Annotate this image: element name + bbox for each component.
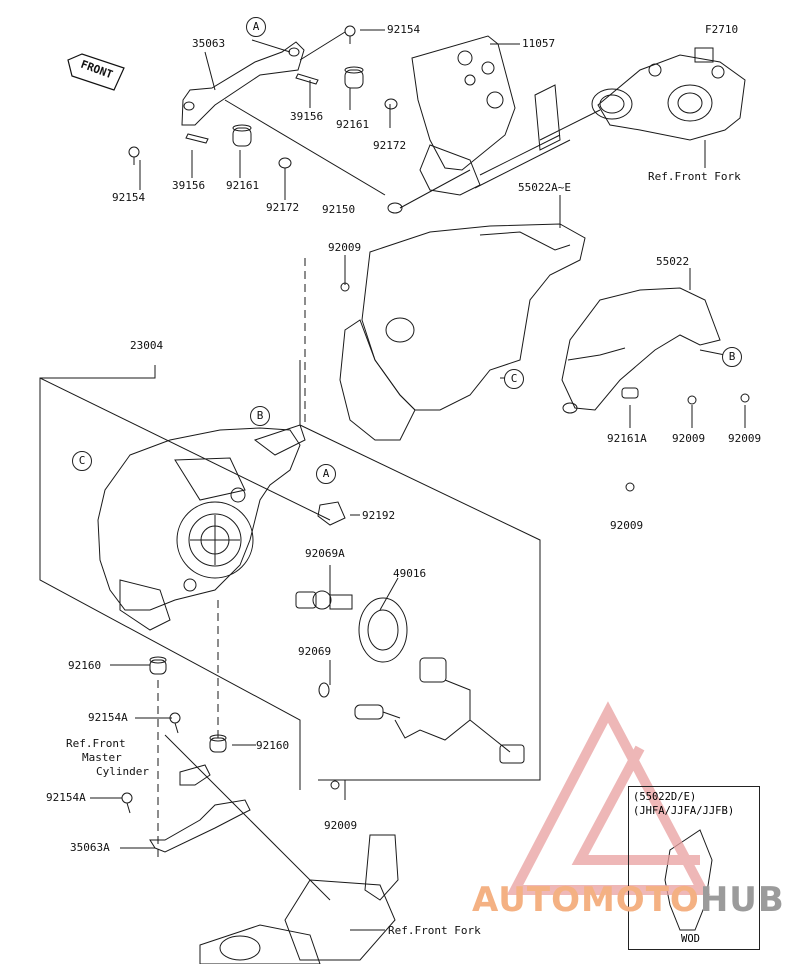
part-label-92161-left: 92161 <box>226 179 260 192</box>
part-label-92069: 92069 <box>298 645 332 658</box>
part-label-92161A: 92161A <box>607 432 647 445</box>
part-label-35063A: 35063A <box>70 841 110 854</box>
part-label-92009-mid: 92009 <box>672 432 706 445</box>
front-direction-badge: FRONT <box>66 52 126 92</box>
part-label-92192: 92192 <box>362 509 396 522</box>
part-label-92009-right: 92009 <box>728 432 762 445</box>
part-label-92154-top: 92154 <box>387 23 421 36</box>
ref-front-fork-top: Ref.Front Fork <box>648 170 741 183</box>
part-label-92161-top: 92161 <box>336 118 370 131</box>
part-label-92009-bottom: 92009 <box>324 819 358 832</box>
callout-b-headlight: B <box>250 406 270 426</box>
ref-master-line2: Master <box>82 751 122 764</box>
part-label-92150: 92150 <box>322 203 356 216</box>
part-label-92069A: 92069A <box>305 547 345 560</box>
inset-panel: (55022D/E) (JHFA/JJFA/JJFB) WOD <box>628 786 760 950</box>
inset-line-2: (JHFA/JJFA/JJFB) <box>633 805 735 817</box>
part-label-23004: 23004 <box>130 339 164 352</box>
callout-c-cowl: C <box>504 369 524 389</box>
inset-footer: WOD <box>681 933 700 945</box>
watermark-logo: AUTOMOTOHUB <box>472 880 785 920</box>
part-label-92172-top: 92172 <box>373 139 407 152</box>
watermark-part-2: HUB <box>699 880 785 920</box>
callout-b-cowl: B <box>722 347 742 367</box>
part-label-55022AE: 55022A~E <box>518 181 571 194</box>
part-label-92154A-lower: 92154A <box>46 791 86 804</box>
callout-c-headlight: C <box>72 451 92 471</box>
callout-a-top: A <box>246 17 266 37</box>
part-label-11057: 11057 <box>522 37 556 50</box>
part-label-55022: 55022 <box>656 255 690 268</box>
part-label-92154-left: 92154 <box>112 191 146 204</box>
part-label-92009-upper: 92009 <box>328 241 362 254</box>
callout-a-headlight: A <box>316 464 336 484</box>
part-label-92160-right: 92160 <box>256 739 290 752</box>
ref-master-line1: Ref.Front <box>66 737 126 750</box>
watermark-part-1: AUTOMOTO <box>472 880 700 920</box>
inset-line-1: (55022D/E) <box>633 791 697 803</box>
part-label-92154A-upper: 92154A <box>88 711 128 724</box>
ref-master-line3: Cylinder <box>96 765 149 778</box>
part-label-49016: 49016 <box>393 567 427 580</box>
part-label-39156-left: 39156 <box>172 179 206 192</box>
ref-front-fork-bottom: Ref.Front Fork <box>388 924 481 937</box>
part-label-92160-left: 92160 <box>68 659 102 672</box>
part-label-39156-top: 39156 <box>290 110 324 123</box>
part-label-92009-lower: 92009 <box>610 519 644 532</box>
part-label-35063: 35063 <box>192 37 226 50</box>
part-label-92172-left: 92172 <box>266 201 300 214</box>
diagram-code: F2710 <box>705 23 739 36</box>
